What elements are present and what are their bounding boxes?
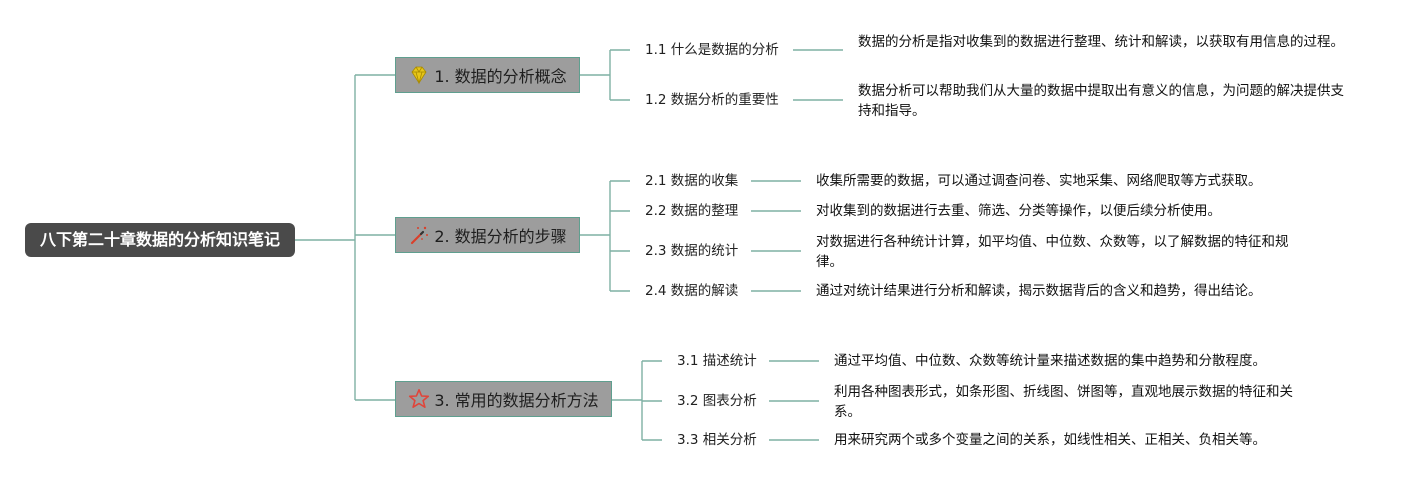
subtopic-3-3-description: 用来研究两个或多个变量之间的关系，如线性相关、正相关、负相关等。 [834, 432, 1266, 448]
branch-topic-1[interactable]: 1. 数据的分析概念 [395, 57, 580, 93]
subtopic-1-2-description: 数据分析可以帮助我们从大量的数据中提取出有意义的信息，为问题的解决提供支持和指导… [858, 83, 1344, 119]
subtopic-3-1-description: 通过平均值、中位数、众数等统计量来描述数据的集中趋势和分散程度。 [834, 353, 1266, 369]
branch-topic-3[interactable]: 3. 常用的数据分析方法 [395, 381, 612, 417]
branch-topic-2[interactable]: 2. 数据分析的步骤 [395, 217, 580, 253]
subtopic-1-1[interactable]: 1.1 什么是数据的分析 [645, 42, 779, 58]
subtopic-1-1-description: 数据的分析是指对收集到的数据进行整理、统计和解读，以获取有用信息的过程。 [858, 34, 1344, 50]
connector-root [295, 74, 395, 401]
subtopic-2-2[interactable]: 2.2 数据的整理 [645, 203, 739, 219]
subtopic-3-3[interactable]: 3.3 相关分析 [677, 432, 757, 448]
subtopic-3-2[interactable]: 3.2 图表分析 [677, 393, 757, 409]
subtopic-2-3-description: 对数据进行各种统计计算，如平均值、中位数、众数等，以了解数据的特征和规律。 [816, 234, 1289, 270]
branch-title: 1. 数据的分析概念 [434, 67, 567, 86]
subtopic-2-4[interactable]: 2.4 数据的解读 [645, 283, 739, 299]
connector-branch-2 [580, 180, 630, 292]
subtopic-2-3[interactable]: 2.3 数据的统计 [645, 243, 739, 259]
subtopic-3-2-description: 利用各种图表形式，如条形图、折线图、饼图等，直观地展示数据的特征和关系。 [834, 384, 1293, 420]
magic-wand-icon [408, 224, 430, 246]
subtopic-1-2[interactable]: 1.2 数据分析的重要性 [645, 92, 779, 108]
connector-branch-1 [580, 49, 630, 101]
gem-icon [408, 64, 430, 86]
branch-title: 3. 常用的数据分析方法 [434, 391, 599, 410]
subtopic-2-1[interactable]: 2.1 数据的收集 [645, 173, 739, 189]
subtopic-2-1-description: 收集所需要的数据，可以通过调查问卷、实地采集、网络爬取等方式获取。 [816, 173, 1262, 189]
connector-branch-3 [612, 360, 662, 441]
root-topic[interactable]: 八下第二十章数据的分析知识笔记 [25, 223, 295, 257]
branch-title: 2. 数据分析的步骤 [434, 227, 567, 246]
subtopic-2-4-description: 通过对统计结果进行分析和解读，揭示数据背后的含义和趋势，得出结论。 [816, 283, 1262, 299]
subtopic-2-2-description: 对收集到的数据进行去重、筛选、分类等操作，以便后续分析使用。 [816, 203, 1221, 219]
subtopic-3-1[interactable]: 3.1 描述统计 [677, 353, 757, 369]
star-icon [408, 388, 430, 410]
